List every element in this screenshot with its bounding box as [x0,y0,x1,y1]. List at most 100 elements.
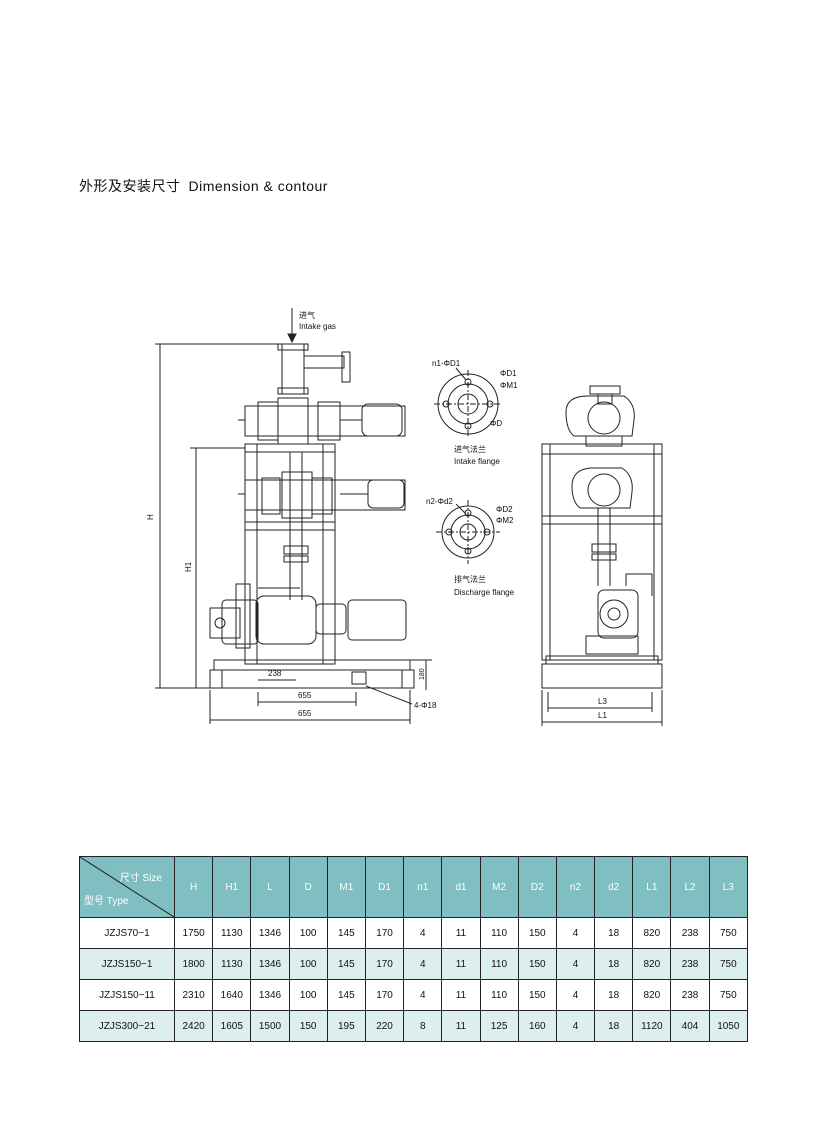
intake-flange-view: n1-ΦD1 ΦD1 ΦM1 ΦD 进气法兰 Intake flange [432,359,518,466]
label-D: ΦD [490,419,502,428]
value-cell: 750 [708,979,749,1011]
value-cell: 1050 [708,1010,749,1042]
column-header: L2 [670,856,710,918]
value-cell: 238 [670,979,710,1011]
value-cell: 150 [517,948,557,980]
value-cell: 1346 [250,948,290,980]
value-cell: 11 [441,979,481,1011]
column-header: H [173,856,214,918]
column-header: d2 [594,856,634,918]
value-cell: 238 [670,917,710,949]
value-cell: 750 [708,948,749,980]
value-cell: 100 [288,917,328,949]
page-heading: 外形及安装尺寸 Dimension & contour [79,176,328,196]
value-cell: 11 [441,917,481,949]
value-cell: 18 [594,1010,634,1042]
value-cell: 2420 [173,1010,214,1042]
value-cell: 1640 [212,979,252,1011]
dim-238: 238 [268,669,282,678]
column-header: d1 [441,856,481,918]
value-cell: 145 [326,917,366,949]
heading-chinese: 外形及安装尺寸 [79,179,181,195]
column-header: n2 [555,856,596,918]
heading-english: Dimension & contour [188,178,328,194]
value-cell: 1346 [250,917,290,949]
value-cell: 145 [326,979,366,1011]
discharge-flange-view: n2-Φd2 ΦD2 ΦM2 排气法兰 Discharge flange [426,497,515,597]
value-cell: 1750 [173,917,214,949]
value-cell: 110 [479,979,519,1011]
dim-H: H [146,514,155,520]
label-D1: ΦD1 [500,369,517,378]
value-cell: 750 [708,917,749,949]
intake-flange-cn: 进气法兰 [454,444,486,454]
column-header: L [250,856,290,918]
label-M1: ΦM1 [500,381,518,390]
technical-drawing: 进气 Intake gas [146,308,663,726]
column-header: M1 [326,856,366,918]
value-cell: 170 [364,948,405,980]
value-cell: 125 [479,1010,519,1042]
value-cell: 150 [517,917,557,949]
corner-size-label: 尺寸 Size [119,873,162,884]
value-cell: 1500 [250,1010,290,1042]
side-view: L3 L1 [541,385,663,726]
intake-label-cn: 进气 [299,310,315,320]
column-header: M2 [479,856,519,918]
value-cell: 170 [364,917,405,949]
table-corner-cell: 尺寸 Size 型号 Type [79,856,175,918]
model-type-cell: JZJS70−1 [79,917,175,949]
label-n1: n1-ΦD1 [432,359,461,368]
dim-655-inner: 655 [298,691,312,700]
dim-L3: L3 [598,697,607,706]
value-cell: 18 [594,917,634,949]
value-cell: 8 [403,1010,443,1042]
label-n2: n2-Φd2 [426,497,453,506]
value-cell: 238 [670,948,710,980]
column-header: L1 [632,856,672,918]
discharge-flange-en: Discharge flange [454,588,515,597]
value-cell: 11 [441,948,481,980]
value-cell: 1130 [212,948,252,980]
value-cell: 150 [288,1010,328,1042]
column-header: D1 [364,856,405,918]
value-cell: 404 [670,1010,710,1042]
value-cell: 1346 [250,979,290,1011]
dim-655-outer: 655 [298,709,312,718]
value-cell: 820 [632,917,672,949]
value-cell: 4 [555,917,596,949]
value-cell: 820 [632,948,672,980]
value-cell: 150 [517,979,557,1011]
value-cell: 220 [364,1010,405,1042]
column-header: L3 [708,856,749,918]
value-cell: 4 [555,948,596,980]
value-cell: 1605 [212,1010,252,1042]
value-cell: 100 [288,948,328,980]
value-cell: 195 [326,1010,366,1042]
value-cell: 18 [594,979,634,1011]
model-type-cell: JZJS150−11 [79,979,175,1011]
intake-label-en: Intake gas [299,322,336,331]
value-cell: 1130 [212,917,252,949]
corner-diagonal [80,857,174,917]
value-cell: 4 [403,979,443,1011]
front-view: 进气 Intake gas [146,308,437,724]
value-cell: 2310 [173,979,214,1011]
value-cell: 1800 [173,948,214,980]
value-cell: 820 [632,979,672,1011]
value-cell: 1120 [632,1010,672,1042]
value-cell: 4 [403,948,443,980]
column-header: n1 [403,856,443,918]
column-header: D [288,856,328,918]
value-cell: 4 [403,917,443,949]
intake-flange-en: Intake flange [454,457,500,466]
discharge-flange-cn: 排气法兰 [454,574,486,584]
label-M2: ΦM2 [496,516,514,525]
label-D2: ΦD2 [496,505,513,514]
column-header: H1 [212,856,252,918]
